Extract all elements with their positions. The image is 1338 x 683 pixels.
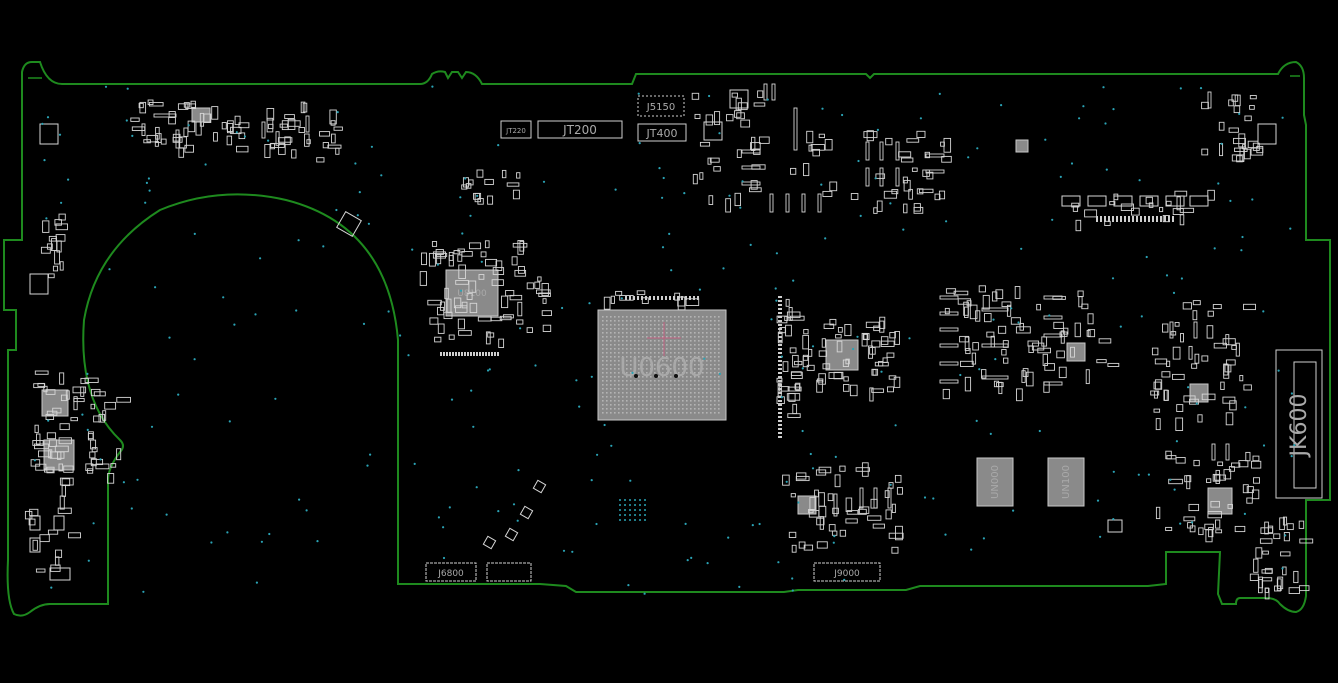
jt400-label: JT400 bbox=[646, 127, 678, 140]
vias bbox=[33, 85, 1296, 595]
jt220-label: JT220 bbox=[505, 127, 526, 135]
chip-un000[interactable]: UN000 bbox=[976, 457, 1014, 507]
connector-j6800[interactable]: J6800 bbox=[425, 562, 477, 582]
connector-jt200[interactable]: JT200 bbox=[537, 120, 623, 139]
passive-components bbox=[24, 83, 1314, 600]
j9000-label: J9000 bbox=[833, 569, 860, 579]
chip-cluster-mid bbox=[41, 107, 1233, 515]
board-outline-inner bbox=[28, 75, 1300, 79]
un100-label: UN100 bbox=[1061, 465, 1072, 499]
bga-ball-grid bbox=[602, 316, 720, 414]
connector-j9000[interactable]: J9000 bbox=[813, 562, 881, 582]
connector-jt220[interactable]: JT220 bbox=[500, 120, 532, 139]
soc-u0600[interactable]: U0600 bbox=[597, 309, 727, 421]
u0600-label: U0600 bbox=[619, 353, 704, 383]
chip-u8100[interactable]: U8100 bbox=[445, 269, 499, 317]
chip-un100[interactable]: UN100 bbox=[1047, 457, 1085, 507]
jk600-label: JK600 bbox=[1287, 394, 1312, 459]
un000-label: UN000 bbox=[990, 465, 1001, 499]
jt200-label: JT200 bbox=[562, 123, 597, 137]
board-outline bbox=[3, 60, 1331, 617]
j5150-label: J5150 bbox=[646, 102, 675, 113]
connector-jk600[interactable]: JK600 bbox=[1275, 349, 1323, 499]
j6800-label: J6800 bbox=[437, 569, 464, 579]
connector-j5150[interactable]: J5150 bbox=[637, 95, 685, 117]
connector-jt400[interactable]: JT400 bbox=[637, 123, 687, 142]
